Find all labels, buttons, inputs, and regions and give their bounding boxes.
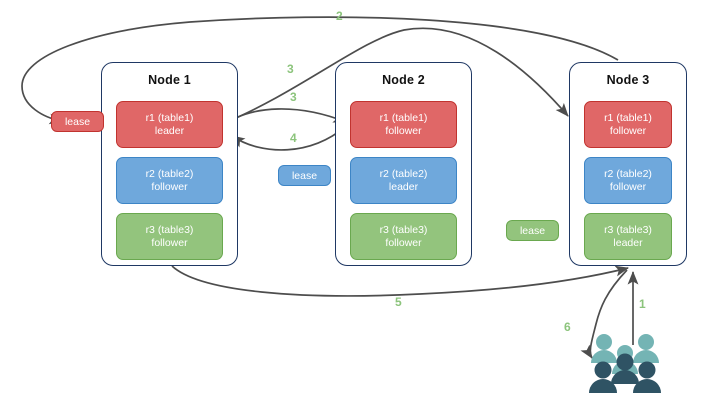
users-icon [589,334,661,393]
replica-node2-r3[interactable]: r3 (table3) follower [350,213,457,260]
replica-node1-r1[interactable]: r1 (table1) leader [116,101,223,148]
edge-3-to-node2-path [221,108,347,127]
edge-label-2: 2 [336,9,343,23]
edge-6-path [580,269,628,359]
edge-label-3-node3: 3 [287,62,294,76]
node-title-node-3: Node 3 [606,73,650,87]
replica-role: follower [151,236,188,249]
replica-name: r1 (table1) [604,111,652,124]
node-box-node-2[interactable]: Node 2 r1 (table1) follower r2 (table2) … [335,62,472,266]
replica-name: r2 (table2) [145,167,194,180]
replica-node3-r1[interactable]: r1 (table1) follower [584,101,672,148]
node-box-node-3[interactable]: Node 3 r1 (table1) follower r2 (table2) … [569,62,687,266]
edge-5-path [171,265,629,297]
replica-node1-r2[interactable]: r2 (table2) follower [116,157,223,204]
edge-3-to-node3-path [221,27,569,125]
replica-name: r2 (table2) [604,167,652,180]
lease-badge-red[interactable]: lease [51,111,104,132]
node-box-node-1[interactable]: Node 1 r1 (table1) leader r2 (table2) fo… [101,62,238,266]
replica-node2-r2[interactable]: r2 (table2) leader [350,157,457,204]
node-title-node-1: Node 1 [148,73,191,87]
replica-node3-r2[interactable]: r2 (table2) follower [584,157,672,204]
replica-role: follower [385,236,422,249]
replica-name: r3 (table3) [604,223,652,236]
replica-role: follower [609,180,647,193]
replica-role: leader [154,124,185,137]
lease-badge-blue[interactable]: lease [278,165,331,186]
replica-role: follower [609,124,647,137]
edge-2-path [21,16,619,125]
lease-badge-green[interactable]: lease [506,220,559,241]
replica-role: follower [151,180,188,193]
replica-role: follower [385,124,422,137]
edge-label-5: 5 [395,295,402,309]
replica-role: leader [613,236,643,249]
replica-name: r3 (table3) [379,223,428,236]
replica-name: r1 (table1) [379,111,428,124]
edge-4-path [231,125,347,151]
replica-name: r2 (table2) [379,167,428,180]
replica-name: r1 (table1) [145,111,194,124]
replica-node2-r1[interactable]: r1 (table1) follower [350,101,457,148]
replica-role: leader [388,180,419,193]
replica-name: r3 (table3) [145,223,194,236]
edge-label-4: 4 [290,131,297,145]
replica-node3-r3[interactable]: r3 (table3) leader [584,213,672,260]
edge-label-1: 1 [639,297,646,311]
edge-label-6: 6 [564,320,571,334]
edge-label-3-node2: 3 [290,90,297,104]
replica-node1-r3[interactable]: r3 (table3) follower [116,213,223,260]
node-title-node-2: Node 2 [382,73,425,87]
